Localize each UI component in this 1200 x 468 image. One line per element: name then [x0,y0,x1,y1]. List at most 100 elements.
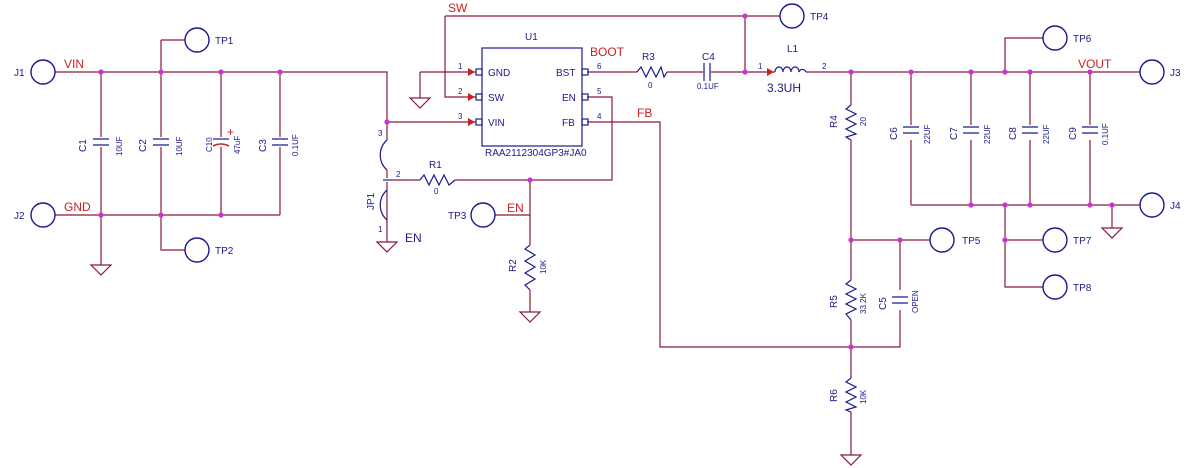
part-value: OPEN [911,290,920,313]
junction-dot [742,13,748,19]
junction-dot [1027,202,1033,208]
part-ref: R6 [829,389,840,402]
junction-dot [908,69,914,75]
junction-dot [1002,69,1008,75]
ground-icon [518,311,542,323]
part-value: 22UF [1042,124,1051,144]
part-value: 0.1UF [1101,123,1110,145]
capacitor-c6: C6 22UF [889,124,932,144]
part-ref: C7 [949,127,960,140]
ground-icon [89,264,113,276]
part-value: 0 [648,81,653,90]
net-label-gnd: GND [64,200,91,214]
wires [55,15,1140,455]
testpoint-label: TP3 [448,211,467,222]
connector-label: J4 [1170,201,1181,212]
part-value: 33.2K [859,292,868,314]
junction-dot [1109,202,1115,208]
junction-dot [218,69,224,75]
testpoint-tp6: TP6 [1042,25,1092,51]
junction-dot [968,69,974,75]
resistor-r6: R6 10K [829,377,868,413]
ground-symbols [89,97,1124,466]
connector-j3: J3 [1139,59,1181,85]
junction-dot [1002,237,1008,243]
junction-dot [98,69,104,75]
capacitor-c8: C8 22UF [1008,124,1051,144]
svg-text:+: + [227,125,234,139]
pin-number: 1 [758,62,763,71]
testpoint-tp8: TP8 [1042,274,1092,300]
connector-label: J1 [14,68,25,79]
part-value: 10UF [115,136,124,156]
net-label-boot: BOOT [590,45,625,59]
junction-dot [158,69,164,75]
junction-dot [527,177,533,183]
pin-number: 3 [458,112,463,121]
part-ref: L1 [787,44,799,55]
pin-name: SW [488,93,505,104]
junction-dot [742,69,748,75]
net-label-vin: VIN [64,57,84,71]
part-value: 0.1UF [291,134,300,156]
resistor-r3: R3 0 [636,52,668,90]
part-ref: C9 [1068,127,1079,140]
testpoint-label: TP2 [215,246,234,257]
ground-icon [839,454,863,466]
pin-name: EN [562,93,576,104]
part-value: 3.3UH [767,81,801,95]
resistor-r1: R1 0 [419,160,456,196]
ic-ref-label: U1 [525,32,538,43]
capacitor-c7: C7 22UF [949,124,992,144]
part-ref: R4 [829,115,840,128]
part-ref: C6 [889,127,900,140]
part-ref: C2 [138,139,149,152]
resistor-r2: R2 10K [508,244,548,291]
net-label-en-jumper: EN [405,231,422,245]
jumper-jp1: 3 2 1 JP1 [366,129,401,234]
testpoint-label: TP5 [962,236,981,247]
connector-j4: J4 [1139,192,1181,218]
pin-number: 2 [822,62,827,71]
net-label-fb: FB [637,106,652,120]
ic-u1: U1 RAA2112304GP3#JA0 1 2 3 GND SW VIN 6 … [458,32,602,159]
part-value: 20 [859,117,868,126]
testpoint-label: TP1 [215,36,234,47]
junction-dot [98,212,104,218]
capacitor-c5: C5 OPEN [878,290,920,313]
junction-dot [158,212,164,218]
part-value: 10K [539,259,548,274]
net-label-sw: SW [448,1,468,15]
pin-number: 2 [396,170,401,179]
capacitor-c9: C9 0.1UF [1068,123,1110,145]
part-ref: C5 [878,297,889,310]
junction-dot [1087,69,1093,75]
junction-dot [1027,69,1033,75]
net-label-vout: VOUT [1078,57,1112,71]
part-value: 22UF [923,124,932,144]
testpoint-tp7: TP7 [1042,227,1092,253]
testpoint-tp1: TP1 [184,27,234,53]
testpoint-label: TP6 [1073,34,1092,45]
testpoint-tp4: TP4 [779,3,829,29]
inductor-l1: L1 1 2 3.3UH [758,44,827,95]
part-ref: C1 [78,139,89,152]
junction-dot [218,212,224,218]
part-value: 0 [434,187,439,196]
testpoint-tp2: TP2 [184,237,234,263]
testpoint-label: TP8 [1073,283,1092,294]
part-ref: R5 [829,295,840,308]
ground-icon [375,241,399,253]
ground-icon [408,97,432,109]
junction-dot [897,237,903,243]
capacitor-c3: C3 0.1UF [258,134,300,156]
pin-name: GND [488,68,510,79]
part-value: 10K [859,389,868,404]
ground-icon [1100,227,1124,239]
resistor-r4: R4 20 [829,104,868,141]
resistor-r5: R5 33.2K [829,279,868,321]
part-ref: R2 [508,259,519,272]
junction-dot [968,202,974,208]
pin-number: 4 [597,112,602,121]
pin-number: 1 [458,62,463,71]
